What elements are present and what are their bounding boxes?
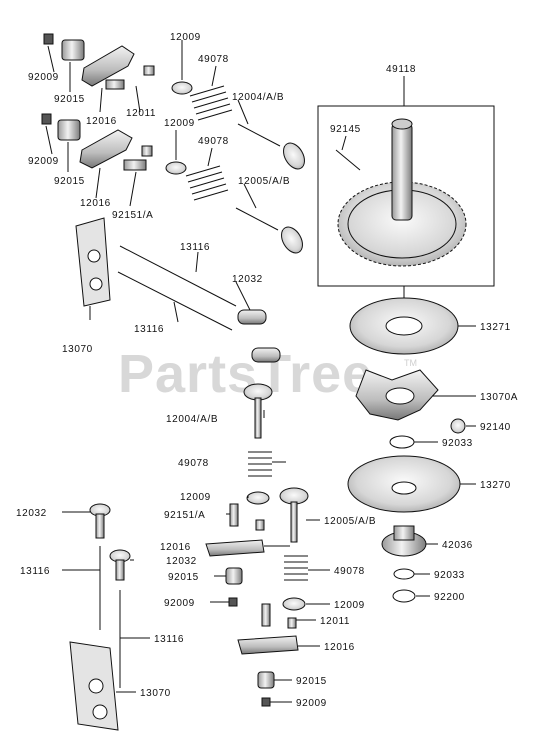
rocker-arm-12016-mid — [79, 129, 133, 169]
label-49078-b: 49078 — [198, 136, 229, 147]
rocker-arm-12016-lower-a — [205, 539, 265, 557]
label-12004-b: 12004/A/B — [166, 414, 218, 425]
nut-92009-upper — [43, 33, 54, 45]
label-12016-d: 12016 — [324, 642, 355, 653]
label-12016-c: 12016 — [160, 542, 191, 553]
part-labels: 92009 92015 12016 12009 49078 12011 1200… — [16, 32, 518, 709]
rocker-arm-12016-lower-b — [237, 635, 299, 655]
label-92033-b: 92033 — [434, 570, 465, 581]
plate-13070-upper — [75, 217, 111, 307]
tappet-12032-lower-a — [89, 503, 111, 539]
label-92033-a: 92033 — [442, 438, 473, 449]
label-12009-c: 12009 — [180, 492, 211, 503]
shim-disc-13271 — [349, 297, 459, 355]
camshaft-gear-49118 — [337, 118, 467, 267]
label-12032-a: 12032 — [232, 274, 263, 285]
label-92009-b: 92009 — [28, 156, 59, 167]
retainer-12009-lower-b — [282, 597, 306, 611]
label-12016-a: 12016 — [86, 116, 117, 127]
push-rod-13116-upper — [117, 245, 237, 331]
label-12016-b: 12016 — [80, 198, 111, 209]
bolt-92151-upper — [123, 145, 153, 171]
label-92015-d: 92015 — [296, 676, 327, 687]
label-12032-b: 12032 — [16, 508, 47, 519]
valve-12004-lower — [243, 383, 273, 439]
label-92015-c: 92015 — [168, 572, 199, 583]
label-49078-d: 49078 — [334, 566, 365, 577]
ball-92140 — [450, 418, 466, 434]
watermark-trademark: TM — [404, 358, 417, 368]
weight-13070A — [355, 369, 439, 421]
label-49078-a: 49078 — [198, 54, 229, 65]
adjuster-12011-lower — [261, 603, 297, 629]
label-12011-b: 12011 — [320, 616, 350, 627]
label-92200: 92200 — [434, 592, 465, 603]
pin-92145 — [335, 149, 361, 171]
spring-49078-mid — [185, 165, 229, 201]
label-13116-a: 13116 — [180, 242, 210, 253]
valve-12004-upper — [237, 123, 305, 170]
rocker-arm-12016-upper — [81, 45, 135, 87]
leader-lines — [45, 40, 476, 703]
retainer-12009-lower-a — [246, 491, 270, 505]
gear-42036 — [381, 525, 427, 557]
pivot-92015-mid — [57, 119, 81, 141]
label-49078-c: 49078 — [178, 458, 209, 469]
label-12004-a: 12004/A/B — [232, 92, 284, 103]
pivot-92015-lower-b — [257, 671, 275, 689]
label-13070-b: 13070 — [140, 688, 171, 699]
adjuster-bolt-upper — [105, 65, 155, 90]
label-13271: 13271 — [480, 322, 511, 333]
retainer-12009-upper — [171, 81, 193, 95]
label-92151-b: 92151/A — [164, 510, 205, 521]
ring-92033-upper — [389, 435, 415, 449]
pivot-92015-upper — [61, 39, 85, 61]
spring-49078-lower-a — [248, 451, 272, 477]
label-12009-a: 12009 — [170, 32, 201, 43]
plate-13070-lower — [69, 641, 119, 731]
label-12009-b: 12009 — [164, 118, 195, 129]
tappet-12032-upper — [237, 309, 281, 363]
label-92140: 92140 — [480, 422, 511, 433]
bolt-92151-lower — [229, 503, 265, 531]
label-92015-b: 92015 — [54, 176, 85, 187]
retainer-12009-mid — [165, 161, 187, 175]
label-92145: 92145 — [330, 124, 361, 135]
label-12005-b: 12005/A/B — [324, 516, 376, 527]
label-13116-b: 13116 — [134, 324, 164, 335]
label-13070A: 13070A — [480, 392, 518, 403]
label-92151-a: 92151/A — [112, 210, 153, 221]
label-12011-a: 12011 — [126, 108, 156, 119]
label-12005-a: 12005/A/B — [238, 176, 290, 187]
valve-12005-lower — [279, 487, 309, 543]
label-12009-d: 12009 — [334, 600, 365, 611]
plate-13270 — [347, 455, 461, 513]
valve-12005-upper — [235, 207, 303, 254]
label-92009-a: 92009 — [28, 72, 59, 83]
nut-92009-mid — [41, 113, 52, 125]
pivot-92015-lower-a — [225, 567, 243, 585]
label-92009-c: 92009 — [164, 598, 195, 609]
label-92009-d: 92009 — [296, 698, 327, 709]
washer-92200 — [392, 589, 416, 603]
camshaft-box — [317, 105, 495, 287]
spring-49078-lower-b — [284, 555, 308, 581]
label-13070-a: 13070 — [62, 344, 93, 355]
nut-92009-lower-a — [228, 597, 238, 607]
label-13270: 13270 — [480, 480, 511, 491]
tappet-12032-lower-b — [109, 549, 131, 581]
label-92015-a: 92015 — [54, 94, 85, 105]
label-42036: 42036 — [442, 540, 473, 551]
label-13116-d: 13116 — [154, 634, 184, 645]
ring-92033-lower — [393, 568, 415, 580]
spring-49078-upper — [189, 85, 233, 121]
label-12032-c: 12032 — [166, 556, 197, 567]
label-49118: 49118 — [386, 64, 416, 75]
label-13116-c: 13116 — [20, 566, 50, 577]
nut-92009-lower-b — [261, 697, 271, 707]
